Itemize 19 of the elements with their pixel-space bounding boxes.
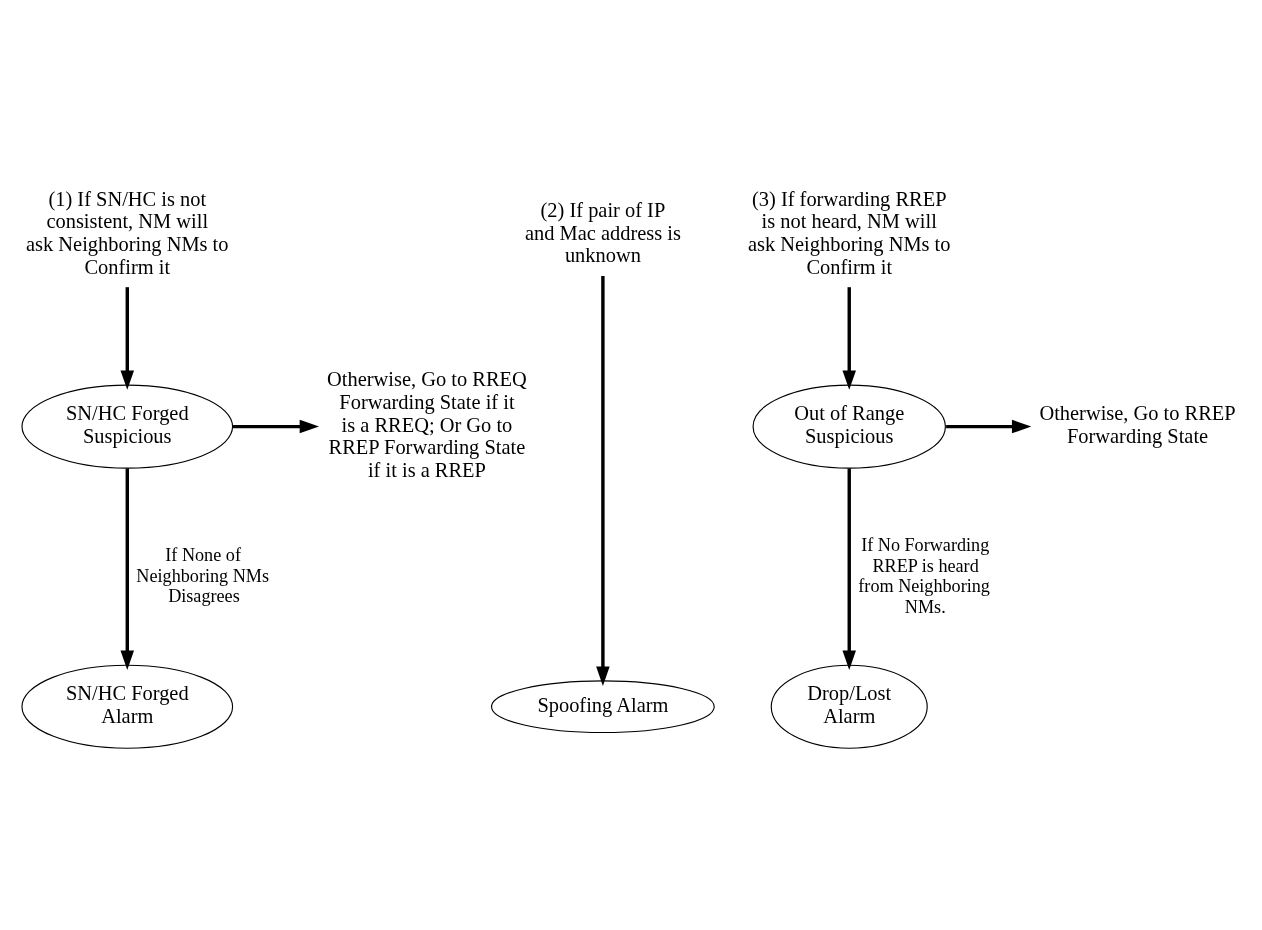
arrow bbox=[232, 419, 319, 433]
arrow bbox=[842, 286, 856, 390]
edge-label: If None of Neighboring NMs Disagrees bbox=[136, 544, 269, 606]
node-text: (2) If pair of IP and Mac address is unknown bbox=[524, 198, 681, 266]
node-text: Otherwise, Go to RREP Forwarding State bbox=[1039, 401, 1236, 447]
node-ellipse: Out of Range Suspicious bbox=[752, 384, 946, 469]
node-text: (3) If forwarding RREP is not heard, NM will ask Neighboring NMs to Confirm it bbox=[747, 187, 951, 278]
edge-label: If No Forwarding RREP is heard from Neighboring NMs. bbox=[858, 534, 990, 617]
arrow bbox=[120, 286, 135, 390]
arrow bbox=[596, 275, 610, 686]
node-ellipse: Drop/Lost Alarm bbox=[770, 664, 928, 749]
node-ellipse: SN/HC Forged Alarm bbox=[21, 664, 234, 749]
arrow bbox=[120, 467, 135, 670]
arrow bbox=[842, 467, 856, 670]
arrow bbox=[946, 419, 1032, 433]
node-text: Otherwise, Go to RREQ Forwarding State if it is a RREQ; Or Go to RREP Forwarding State if it is a RREP bbox=[327, 367, 527, 481]
node-ellipse: Spoofing Alarm bbox=[491, 679, 715, 733]
node-ellipse: SN/HC Forged Suspicious bbox=[21, 384, 234, 469]
node-text: (1) If SN/HC is not consistent, NM will ask Neighboring NMs to Confirm it bbox=[26, 187, 229, 278]
